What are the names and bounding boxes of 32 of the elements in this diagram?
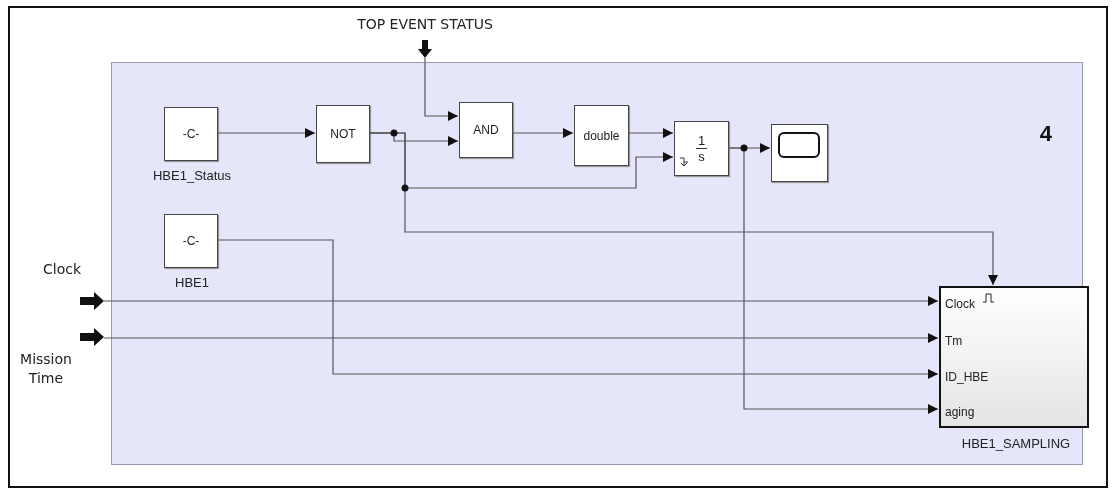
function-block bbox=[459, 102, 513, 158]
signal-line bbox=[368, 132, 998, 286]
block-label: double bbox=[583, 128, 620, 143]
port-label: ID_HBE bbox=[945, 369, 989, 386]
integrator-text: s bbox=[697, 149, 706, 164]
integrator-text: 1 bbox=[695, 133, 708, 149]
signal-line bbox=[216, 239, 939, 379]
signal-line bbox=[627, 128, 674, 138]
integrator-block bbox=[674, 121, 729, 176]
signal-line bbox=[216, 128, 316, 138]
port-label: Tm bbox=[945, 333, 963, 350]
scope-block bbox=[771, 124, 828, 182]
signal-line bbox=[103, 333, 939, 343]
block-label: -C- bbox=[182, 234, 200, 248]
port-label: aging bbox=[945, 404, 975, 421]
signal-line bbox=[511, 128, 574, 138]
subsystem-number: 4 bbox=[1039, 121, 1052, 147]
block-label: NOT bbox=[330, 127, 356, 141]
port-label: TOP EVENT STATUS bbox=[356, 16, 494, 32]
port-label: Clock bbox=[945, 296, 975, 313]
function-block bbox=[316, 105, 370, 163]
function-block bbox=[574, 105, 629, 166]
port-label: Clock bbox=[41, 260, 82, 279]
signal-line bbox=[727, 147, 939, 414]
block-label: -C- bbox=[182, 127, 200, 141]
signal-line bbox=[424, 57, 459, 121]
port-label: Mission Time bbox=[19, 350, 73, 388]
block-name: HBE1_Status bbox=[151, 168, 232, 183]
block-name: HBE1 bbox=[174, 275, 210, 290]
block-label: AND bbox=[473, 123, 499, 137]
block-name: HBE1_SAMPLING bbox=[960, 436, 1072, 451]
signal-line bbox=[103, 296, 939, 306]
